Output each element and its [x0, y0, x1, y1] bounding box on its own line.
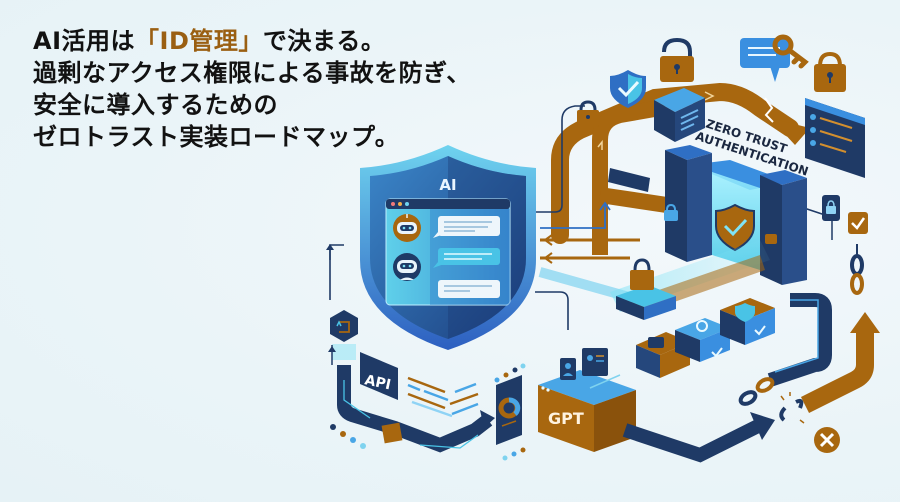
chat-bubble-icon — [740, 38, 790, 82]
headline-suffix: で決まる。 — [262, 27, 386, 55]
padlock-icon — [822, 195, 840, 221]
shield-label-ai: AI — [439, 176, 456, 194]
gpt-block: GPT — [538, 348, 636, 452]
magnifier-icon — [696, 320, 708, 332]
api-tag: API — [360, 352, 398, 400]
shield-check-icon — [610, 70, 646, 108]
navy-arrow — [608, 168, 650, 192]
robot-avatar-icon — [393, 214, 421, 242]
broken-link-icon — [779, 392, 805, 424]
padlock-icon — [660, 37, 694, 82]
headline-line-2: 過剰なアクセス権限による事故を防ぎ、 — [33, 59, 471, 87]
checkmark-icon — [848, 212, 868, 234]
upward-arrow — [800, 312, 880, 414]
decorative-dots — [330, 363, 526, 461]
headline-prefix: AI活用は — [33, 27, 136, 55]
headline: AI活用は「ID管理」で決まる。 過剰なアクセス権限による事故を防ぎ、 安全に導… — [33, 25, 471, 153]
api-label: API — [363, 372, 392, 393]
data-lines — [407, 376, 479, 418]
navy-pipe-bottom — [622, 418, 764, 463]
gpt-label: GPT — [548, 409, 584, 428]
ai-shield: AI — [360, 145, 536, 350]
close-circle-icon — [814, 427, 840, 453]
headline-accent-id-management: 「ID管理」 — [135, 27, 263, 55]
access-platforms — [610, 240, 775, 378]
server-cube — [654, 88, 705, 142]
user-list-panel — [805, 98, 865, 178]
user-card-icon — [560, 348, 608, 380]
chat-bubble-icon — [433, 216, 500, 298]
sync-icon — [330, 310, 358, 360]
return-arrows — [543, 234, 620, 264]
padlock-icon — [814, 51, 846, 92]
headline-line-4: ゼロトラスト実装ロードマップ。 — [33, 123, 400, 151]
robot-avatar-icon — [393, 253, 421, 281]
navy-pipe — [767, 293, 832, 387]
padlock-icon — [577, 100, 599, 127]
chart-donut-icon — [496, 375, 522, 445]
headline-line-3: 安全に導入するための — [33, 91, 278, 119]
chain-link-icon — [738, 254, 864, 406]
data-cube — [381, 422, 403, 444]
key-icon — [772, 34, 809, 69]
navy-pipe-left — [337, 365, 493, 453]
headline-line-1: AI活用は「ID管理」で決まる。 — [33, 25, 471, 57]
